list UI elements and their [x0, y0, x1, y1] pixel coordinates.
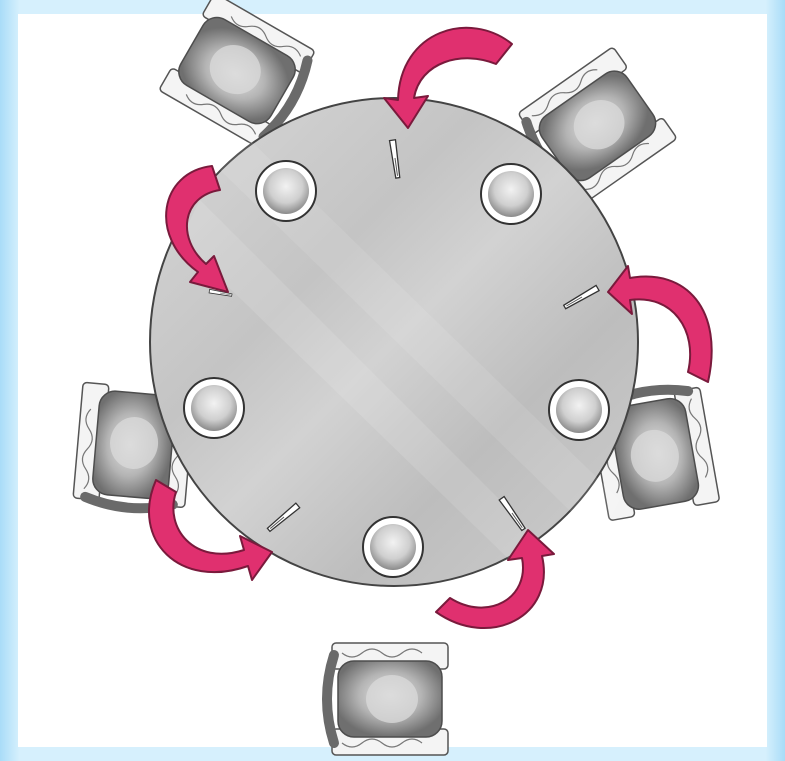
plate-top-left	[256, 161, 316, 221]
plate-top-right	[481, 164, 541, 224]
plate-right	[549, 380, 609, 440]
plate-left	[184, 378, 244, 438]
chair-bottom	[327, 643, 448, 755]
plate-bottom	[363, 517, 423, 577]
